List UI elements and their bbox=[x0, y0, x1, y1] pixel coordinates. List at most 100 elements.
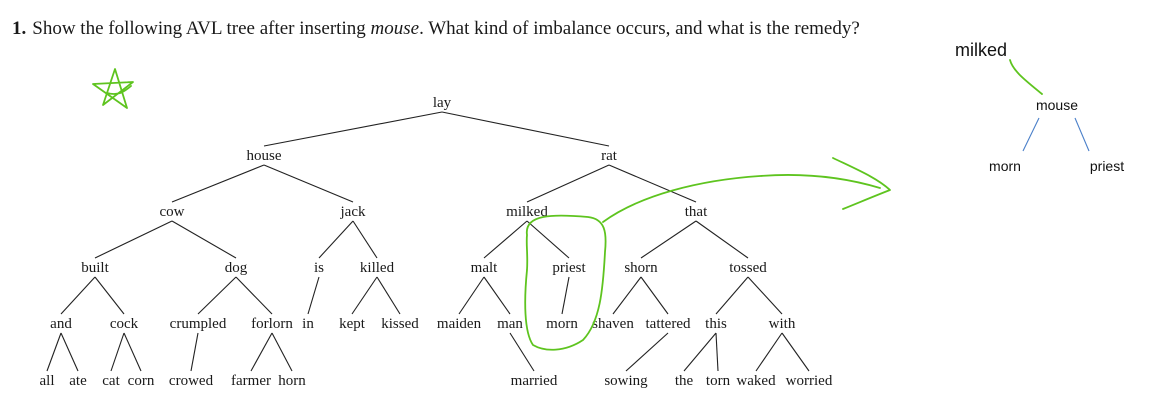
tree-edge-forlorn-horn bbox=[271, 332, 293, 372]
tree-node-shorn: shorn bbox=[624, 260, 658, 276]
tree-edge-dog-crumpled bbox=[197, 276, 237, 315]
annotation-node-mouse: mouse bbox=[1036, 97, 1078, 113]
tree-node-man: man bbox=[497, 316, 523, 332]
tree-edge-and-ate bbox=[60, 332, 79, 372]
tree-edge-forlorn-farmer bbox=[250, 332, 273, 372]
tree-edge-shorn-tattered bbox=[640, 276, 669, 315]
tree-node-tossed: tossed bbox=[729, 260, 767, 276]
tree-edge-that-shorn bbox=[640, 220, 697, 259]
tree-edge-lay-house bbox=[263, 111, 443, 147]
tree-node-the: the bbox=[675, 373, 694, 389]
tree-edge-and-all bbox=[46, 332, 62, 372]
tree-edge-cock-cat bbox=[110, 332, 125, 372]
tree-edge-house-cow bbox=[171, 164, 265, 203]
tree-edge-cock-corn bbox=[123, 332, 142, 372]
tree-edge-killed-kissed bbox=[376, 276, 401, 315]
tree-edge-malt-maiden bbox=[458, 276, 485, 315]
tree-edge-killed-kept bbox=[351, 276, 378, 315]
tree-node-sowing: sowing bbox=[604, 373, 648, 389]
tree-node-corn: corn bbox=[128, 373, 155, 389]
question-text: 1.Show the following AVL tree after inse… bbox=[12, 17, 912, 41]
annotation-edge-n_mouse-n_priest bbox=[1074, 117, 1090, 152]
tree-edge-crumpled-crowed bbox=[190, 332, 199, 372]
annotation-node-milked: milked bbox=[955, 40, 1007, 60]
tree-edge-rat-that bbox=[608, 164, 697, 203]
tree-node-crowed: crowed bbox=[169, 373, 214, 389]
tree-edges bbox=[46, 111, 810, 372]
tree-edge-tattered-sowing bbox=[625, 332, 669, 372]
tree-edge-with-waked bbox=[755, 332, 783, 372]
tree-edge-milked-malt bbox=[483, 220, 528, 259]
tree-edge-priest-morn bbox=[561, 276, 570, 315]
tree-node-this: this bbox=[705, 316, 727, 332]
tree-edge-shorn-shaven bbox=[612, 276, 642, 315]
tree-edge-tossed-with bbox=[747, 276, 783, 315]
tree-node-cow: cow bbox=[160, 204, 185, 220]
tree-node-torn: torn bbox=[706, 373, 731, 389]
tree-edge-that-tossed bbox=[695, 220, 749, 259]
tree-node-farmer: farmer bbox=[231, 373, 271, 389]
tree-node-cat: cat bbox=[102, 373, 120, 389]
tree-node-kept: kept bbox=[339, 316, 366, 332]
tree-node-married: married bbox=[511, 373, 558, 389]
tree-node-killed: killed bbox=[360, 260, 395, 276]
subtree-circle-annotation bbox=[524, 214, 607, 351]
tree-edge-with-worried bbox=[781, 332, 810, 372]
question-emphasis: mouse bbox=[370, 18, 420, 39]
tree-node-rat: rat bbox=[601, 148, 618, 164]
tree-node-milked: milked bbox=[506, 204, 548, 220]
arrow-head-icon bbox=[832, 157, 891, 210]
tree-node-crumpled: crumpled bbox=[170, 316, 227, 332]
star-icon bbox=[92, 68, 134, 109]
tree-node-kissed: kissed bbox=[381, 316, 419, 332]
tree-node-cock: cock bbox=[110, 316, 139, 332]
tree-node-with: with bbox=[769, 316, 796, 332]
tree-edge-dog-forlorn bbox=[235, 276, 273, 315]
tree-edge-lay-rat bbox=[441, 111, 610, 147]
tree-edge-is-in bbox=[307, 276, 320, 315]
annotation-node-morn: morn bbox=[989, 158, 1021, 174]
tree-edge-tossed-this bbox=[715, 276, 749, 315]
tree-edge-man-married bbox=[509, 332, 535, 372]
annotation-node-priest: priest bbox=[1090, 158, 1124, 174]
tree-node-horn: horn bbox=[278, 373, 306, 389]
tree-edge-rat-milked bbox=[526, 164, 610, 203]
tree-node-ate: ate bbox=[69, 373, 87, 389]
tree-node-jack: jack bbox=[340, 204, 366, 220]
tree-node-maiden: maiden bbox=[437, 316, 482, 332]
milked-to-mouse-connector bbox=[1009, 59, 1043, 95]
tree-edge-milked-priest bbox=[526, 220, 570, 259]
tree-edge-cow-dog bbox=[171, 220, 237, 259]
tree-edge-jack-is bbox=[318, 220, 354, 259]
tree-node-tattered: tattered bbox=[646, 316, 691, 332]
question-number: 1. bbox=[12, 18, 27, 39]
tree-node-worried: worried bbox=[786, 373, 833, 389]
question-text-after: . What kind of imbalance occurs, and wha… bbox=[419, 18, 860, 39]
tree-edge-cow-built bbox=[94, 220, 173, 259]
tree-edge-built-and bbox=[60, 276, 96, 315]
tree-node-all: all bbox=[40, 373, 55, 389]
tree-node-and: and bbox=[50, 316, 72, 332]
tree-node-house: house bbox=[247, 148, 282, 164]
tree-node-morn: morn bbox=[546, 316, 578, 332]
tree-node-lay: lay bbox=[433, 95, 452, 111]
tree-node-priest: priest bbox=[552, 260, 586, 276]
annotation-nodes: milked mouse morn priest bbox=[955, 40, 1124, 174]
tree-node-shaven: shaven bbox=[592, 316, 634, 332]
tree-edge-house-jack bbox=[263, 164, 354, 203]
tree-node-forlorn: forlorn bbox=[251, 316, 293, 332]
tree-edge-jack-killed bbox=[352, 220, 378, 259]
tree-node-in: in bbox=[302, 316, 314, 332]
arrow-annotation bbox=[602, 174, 881, 223]
tree-node-is: is bbox=[314, 260, 324, 276]
tree-node-dog: dog bbox=[225, 260, 248, 276]
annotation-edges bbox=[1022, 117, 1090, 152]
tree-node-built: built bbox=[81, 260, 109, 276]
annotation-edge-n_mouse-n_morn bbox=[1022, 117, 1040, 152]
tree-node-malt: malt bbox=[471, 260, 498, 276]
tree-edge-this-the bbox=[683, 332, 717, 372]
tree-edge-malt-man bbox=[483, 276, 511, 315]
question-text-before: Show the following AVL tree after insert… bbox=[32, 18, 371, 39]
